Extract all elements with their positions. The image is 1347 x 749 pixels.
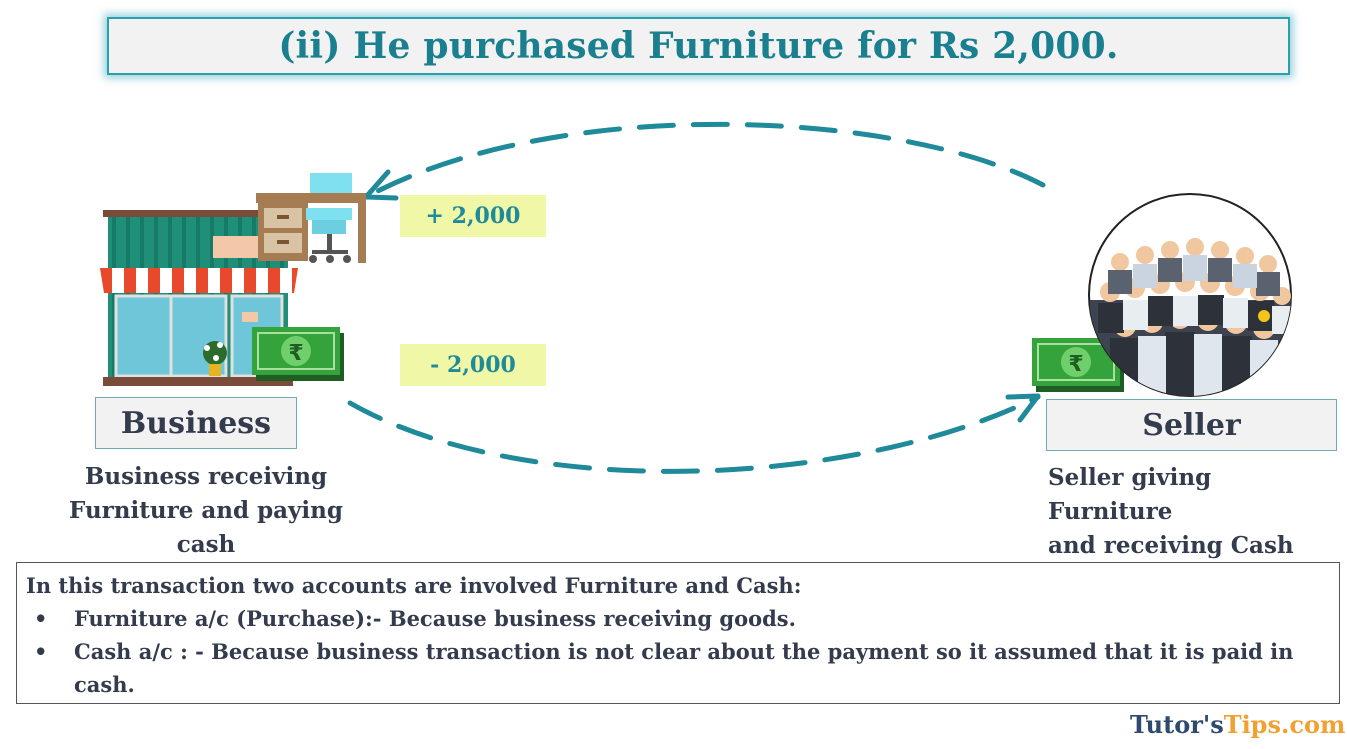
seller-caption-line2: and receiving Cash [1048, 532, 1294, 559]
seller-caption: Seller giving Furniture and receiving Ca… [1048, 461, 1343, 563]
seller-crowd-icon [1088, 193, 1292, 397]
furniture-desk-icon [256, 173, 366, 263]
watermark-part1: Tutor's [1130, 710, 1224, 739]
furniture-amount-text: + 2,000 [425, 203, 521, 229]
furniture-amount-badge: + 2,000 [400, 195, 546, 237]
bullet-glyph: • [34, 639, 48, 664]
explanation-item-furniture: • Furniture a/c (Purchase):- Because bus… [26, 602, 1331, 635]
cash-flow-arrow [347, 393, 1041, 474]
seller-label-box: Seller [1046, 399, 1337, 451]
bullet-glyph: • [34, 606, 48, 631]
explanation-item-cash: • Cash a/c : - Because business transact… [26, 635, 1331, 701]
cash-amount-text: - 2,000 [430, 352, 516, 378]
seller-caption-line1: Seller giving Furniture [1048, 464, 1212, 525]
seller-label: Seller [1142, 407, 1241, 443]
business-caption: Business receiving Furniture and paying … [36, 460, 376, 562]
title-text: (ii) He purchased Furniture for Rs 2,000… [278, 25, 1119, 67]
business-label-box: Business [95, 397, 297, 449]
site-watermark: Tutor'sTips.com [1130, 710, 1345, 739]
explanation-item-text: Furniture a/c (Purchase):- Because busin… [74, 606, 796, 631]
business-caption-line2: Furniture and paying cash [69, 497, 343, 558]
explanation-item-text: Cash a/c : - Because business transactio… [74, 639, 1294, 697]
watermark-part2: Tips.com [1223, 710, 1346, 739]
explanation-box: In this transaction two accounts are inv… [16, 562, 1340, 704]
title-banner: (ii) He purchased Furniture for Rs 2,000… [107, 17, 1290, 75]
currency-symbol-business: ₹ [288, 341, 303, 366]
business-label: Business [120, 405, 272, 441]
cash-amount-badge: - 2,000 [400, 344, 546, 386]
business-caption-line1: Business receiving [84, 463, 328, 490]
currency-symbol-seller: ₹ [1068, 352, 1083, 377]
furniture-flow-arrow [363, 121, 1046, 201]
explanation-intro: In this transaction two accounts are inv… [26, 573, 802, 598]
explanation-list: • Furniture a/c (Purchase):- Because bus… [26, 602, 1331, 701]
cash-note-icon-business: ₹ [252, 327, 344, 381]
